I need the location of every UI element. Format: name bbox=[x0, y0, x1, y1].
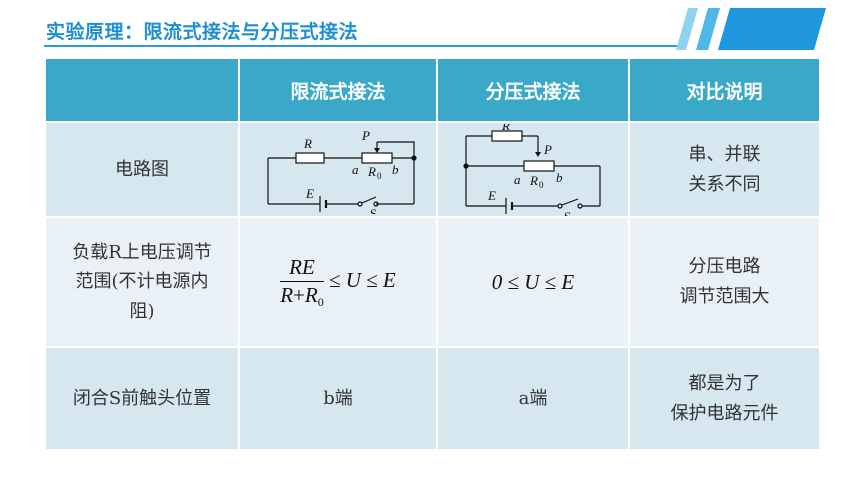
decorative-stripes bbox=[676, 8, 826, 50]
label-S-divider: S bbox=[564, 209, 571, 216]
den-R0: R bbox=[304, 282, 318, 307]
label-R: R bbox=[303, 136, 312, 151]
den-plus: + bbox=[293, 282, 305, 307]
header-divider: 分压式接法 bbox=[438, 59, 628, 122]
row2-comparison-cell: 分压电路 调节范围大 bbox=[630, 217, 819, 347]
divider-range-formula: 0 ≤ U ≤ E bbox=[491, 269, 575, 294]
row1-comparison-line1: 串、并联 bbox=[688, 143, 761, 165]
limiting-range-formula: RE R+R0 ≤ U ≤ E bbox=[280, 255, 396, 309]
label-b-divider: b bbox=[556, 170, 563, 185]
title-underline bbox=[44, 45, 680, 47]
limiting-position-cell: b端 bbox=[240, 348, 436, 449]
divider-circuit-diagram: R P a R 0 b E S bbox=[463, 124, 601, 216]
label-R0-divider: R bbox=[529, 173, 538, 188]
row2-label-line3: 阻) bbox=[129, 300, 155, 322]
row-voltage-range: 负载R上电压调节 范围(不计电源内 阻) RE R+R0 ≤ U ≤ E 0 ≤… bbox=[46, 217, 819, 347]
header-row: 限流式接法 分压式接法 对比说明 bbox=[46, 59, 819, 122]
divider-position-cell: a端 bbox=[438, 348, 628, 449]
divider-range-cell: 0 ≤ U ≤ E bbox=[438, 217, 628, 347]
label-R-divider: R bbox=[501, 124, 510, 133]
formula-relation: ≤ U ≤ E bbox=[328, 267, 396, 292]
label-a-divider: a bbox=[514, 172, 521, 187]
label-E: E bbox=[305, 186, 314, 201]
label-R0: R bbox=[367, 164, 376, 179]
row-circuit-diagram: 电路图 bbox=[46, 123, 819, 216]
row1-label-cell: 电路图 bbox=[46, 123, 238, 216]
row2-label-line2: 范围(不计电源内 bbox=[75, 271, 209, 293]
row3-comparison-line1: 都是为了 bbox=[688, 373, 761, 395]
label-P: P bbox=[361, 128, 370, 143]
formula-denominator: R+R0 bbox=[280, 282, 324, 310]
row2-comparison-line1: 分压电路 bbox=[688, 256, 761, 278]
label-E-divider: E bbox=[487, 188, 496, 203]
row3-comparison-line2: 保护电路元件 bbox=[670, 402, 779, 424]
den-R: R bbox=[280, 282, 294, 307]
row1-comparison-cell: 串、并联 关系不同 bbox=[630, 123, 819, 216]
row1-comparison-line2: 关系不同 bbox=[688, 173, 761, 195]
label-R0-sub: 0 bbox=[377, 171, 382, 181]
header-empty bbox=[46, 59, 238, 122]
label-a: a bbox=[352, 162, 359, 177]
divider-position: a端 bbox=[518, 387, 548, 409]
page-title: 实验原理：限流式接法与分压式接法 bbox=[46, 21, 359, 43]
divider-circuit-cell: R P a R 0 b E S bbox=[438, 123, 628, 216]
limiting-circuit-cell: R P a R 0 b E S bbox=[240, 123, 436, 216]
row3-comparison-cell: 都是为了 保护电路元件 bbox=[630, 348, 819, 449]
label-b: b bbox=[392, 162, 399, 177]
row2-label-line1: 负载R上电压调节 bbox=[72, 241, 212, 263]
limiting-range-cell: RE R+R0 ≤ U ≤ E bbox=[240, 217, 436, 347]
label-S: S bbox=[370, 206, 377, 214]
row2-label-cell: 负载R上电压调节 范围(不计电源内 阻) bbox=[46, 217, 238, 347]
header-limiting: 限流式接法 bbox=[240, 59, 436, 122]
label-P-divider: P bbox=[543, 142, 552, 157]
row1-label: 电路图 bbox=[115, 158, 169, 180]
header-comparison: 对比说明 bbox=[630, 59, 819, 122]
row-slider-position: 闭合S前触头位置 b端 a端 都是为了 保护电路元件 bbox=[46, 348, 819, 449]
row2-comparison-line2: 调节范围大 bbox=[679, 286, 770, 308]
row3-label-cell: 闭合S前触头位置 bbox=[46, 348, 238, 449]
formula-numerator: RE bbox=[280, 255, 324, 282]
label-R0-sub-divider: 0 bbox=[539, 180, 544, 190]
limiting-position: b端 bbox=[323, 387, 353, 409]
den-R0-sub: 0 bbox=[317, 294, 324, 309]
row3-label: 闭合S前触头位置 bbox=[72, 387, 212, 409]
comparison-table: 限流式接法 分压式接法 对比说明 电路图 bbox=[44, 57, 821, 451]
limiting-circuit-diagram: R P a R 0 b E S bbox=[267, 128, 417, 214]
